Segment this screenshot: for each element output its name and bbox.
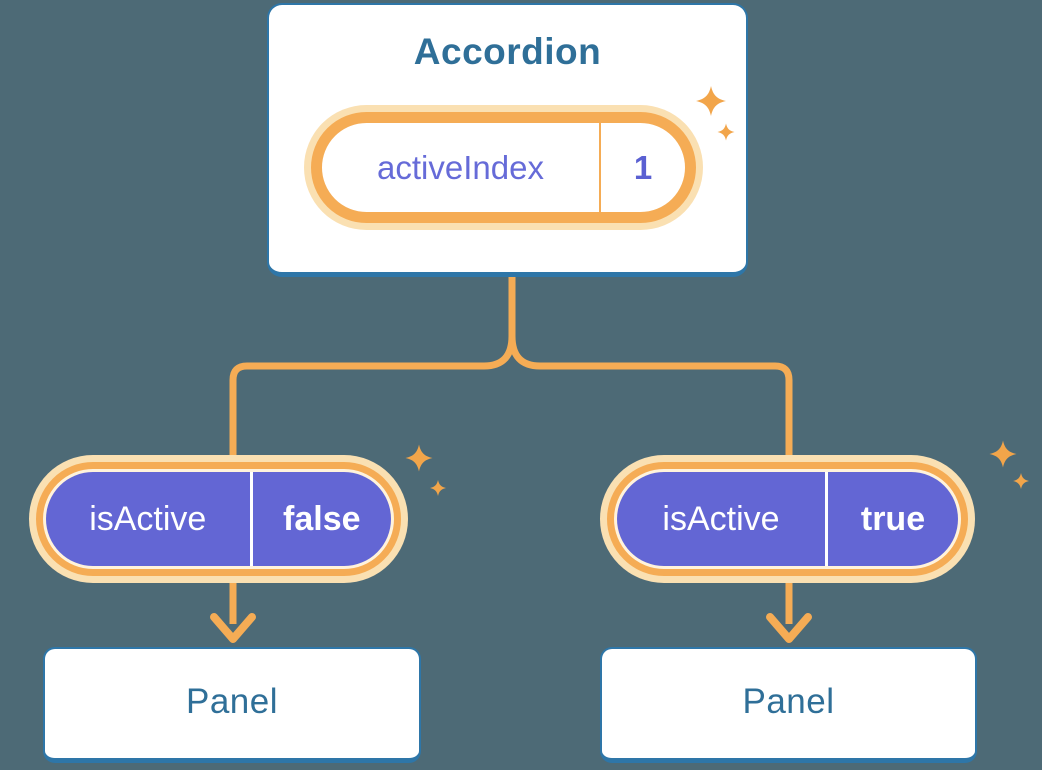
state-pill-value: 1 bbox=[633, 148, 653, 186]
panel-card-left: Panel bbox=[43, 647, 421, 763]
accordion-title: Accordion bbox=[413, 31, 602, 72]
prop-pill-body: isActive false bbox=[46, 472, 391, 566]
panel-card-right: Panel bbox=[600, 647, 977, 763]
panel-label: Panel bbox=[185, 681, 279, 721]
pill-divider bbox=[825, 472, 828, 566]
prop-pill-value: false bbox=[283, 499, 361, 538]
prop-pill-body: isActive true bbox=[617, 472, 958, 566]
pill-divider bbox=[249, 472, 253, 566]
arrow-head-left-icon bbox=[210, 613, 256, 643]
prop-pill-label: isActive bbox=[89, 499, 207, 538]
prop-pill-isactive-left: isActive false bbox=[36, 462, 401, 576]
panel-label: Panel bbox=[742, 681, 835, 721]
prop-pill-isactive-right: isActive true bbox=[607, 462, 968, 576]
sparkles-icon bbox=[989, 440, 1029, 489]
active-index-state-pill: activeIndex 1 bbox=[311, 112, 696, 223]
sparkles-icon bbox=[405, 444, 446, 496]
branch-line-left bbox=[229, 276, 516, 460]
pill-divider bbox=[599, 123, 601, 212]
prop-pill-label: isActive bbox=[662, 499, 780, 538]
prop-pill-value: true bbox=[860, 499, 926, 538]
arrow-head-right-icon bbox=[766, 613, 812, 643]
state-pill-label: activeIndex bbox=[377, 148, 544, 186]
branch-line-right bbox=[508, 276, 793, 460]
